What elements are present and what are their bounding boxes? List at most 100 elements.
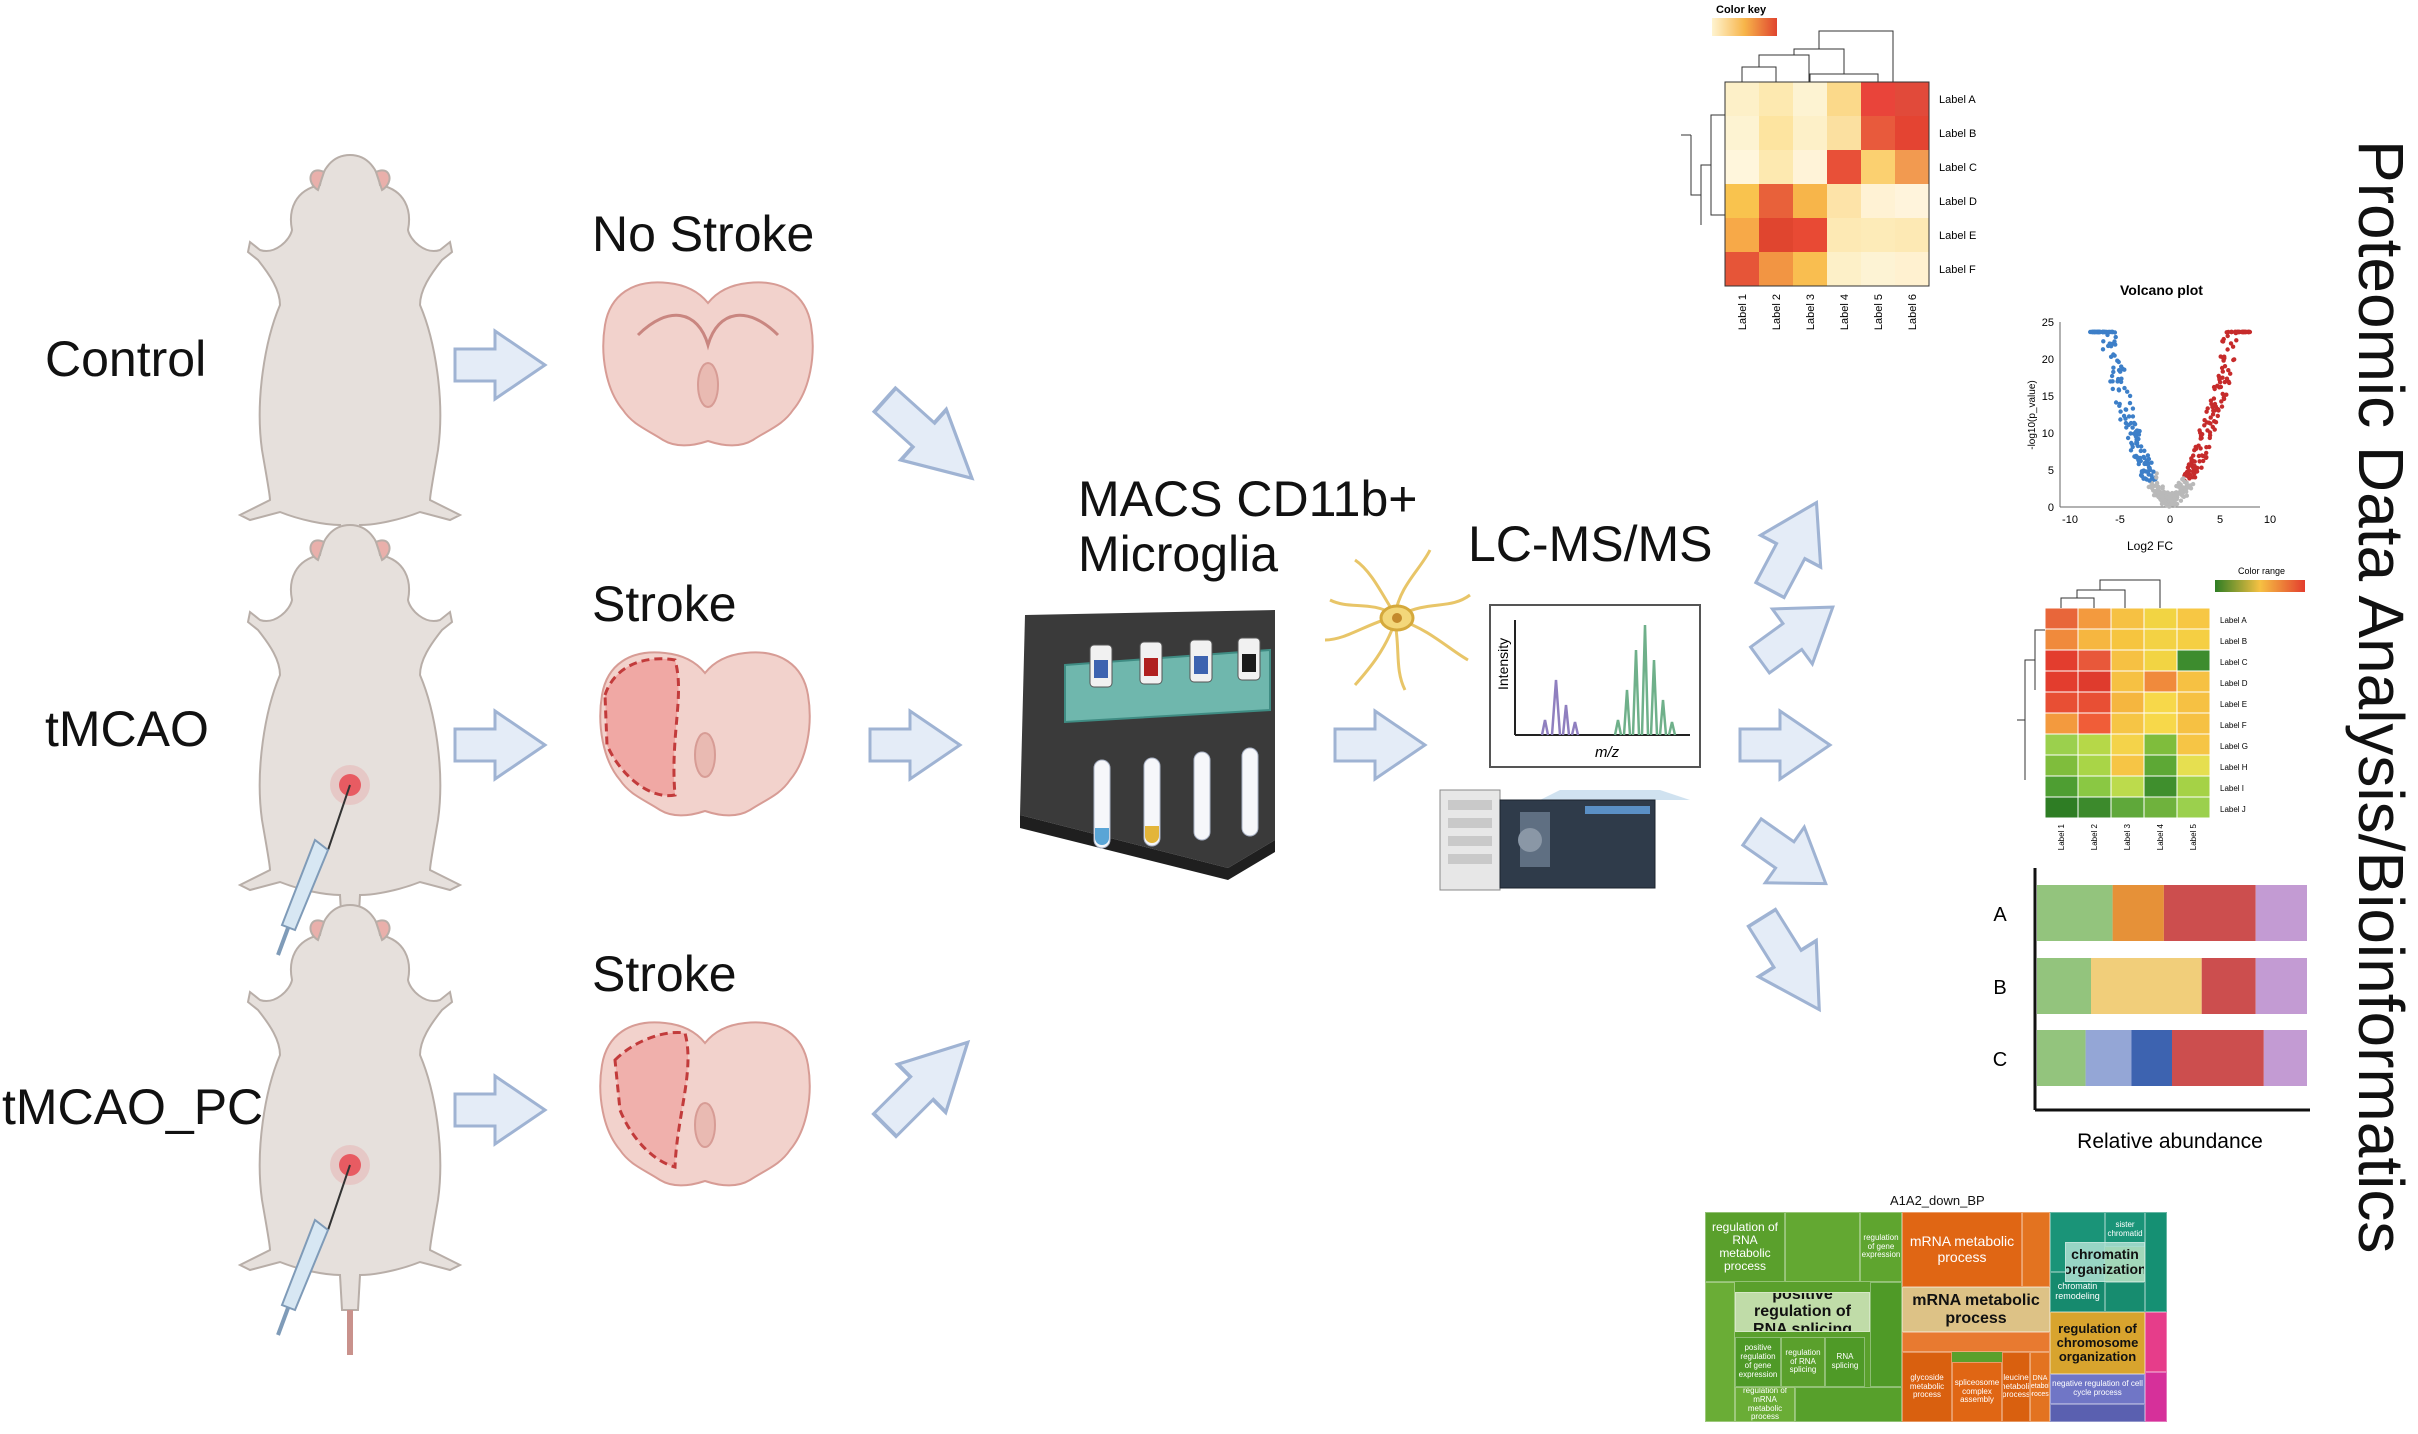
volcano-point [2129, 440, 2134, 446]
heatmap2-row-label: Label E [2220, 700, 2247, 709]
treemap-cell: DNA metabolic process [2030, 1352, 2050, 1422]
volcano-y-tick: 25 [2042, 317, 2054, 329]
volcano-point [2139, 444, 2144, 449]
stacked-x-label: Relative abundance [2077, 1130, 2263, 1153]
volcano-point [2224, 376, 2230, 381]
volcano-point [2139, 470, 2145, 475]
heatmap-row-label: Label E [1939, 230, 1976, 242]
volcano-point [2121, 413, 2127, 419]
heatmap-cell [1895, 184, 1929, 218]
group-label-tmcao: tMCAO [45, 701, 209, 757]
treemap-cell [2105, 1282, 2145, 1312]
heatmap2-cell [2176, 754, 2211, 777]
heatmap2-cell [2110, 691, 2145, 714]
color-range-bar [2215, 580, 2305, 592]
treemap-cell: glycoside metabolic process [1902, 1352, 1952, 1422]
volcano-point [2100, 347, 2106, 352]
volcano-point [2146, 484, 2151, 490]
treemap-cell: negative regulation of cell cycle proces… [2050, 1374, 2145, 1404]
volcano-point [2188, 483, 2193, 488]
heatmap2-cell [2044, 796, 2079, 819]
volcano-point [2141, 476, 2146, 481]
stacked-segment [2255, 958, 2307, 1014]
heatmap-cell [1793, 82, 1827, 116]
volcano-point [2219, 399, 2224, 404]
heatmap2-cell [2044, 733, 2079, 756]
volcano-point [2149, 460, 2154, 465]
arrow-to-volcano-icon [1738, 578, 1855, 690]
volcano-point [2234, 338, 2239, 343]
heatmap2-cell [2143, 775, 2178, 798]
group-label-control: Control [45, 331, 207, 387]
volcano-point [2160, 486, 2165, 491]
volcano-point [2151, 469, 2156, 474]
volcano-point [2230, 344, 2236, 349]
volcano-point [2164, 490, 2169, 496]
volcano-x-tick: -10 [2062, 514, 2078, 526]
heatmap2-cell [2110, 733, 2145, 756]
lcms-title: LC-MS/MS [1468, 516, 1713, 572]
heatmap2-row-label: Label H [2220, 763, 2248, 772]
heatmap-cell [1793, 184, 1827, 218]
volcano-point [2190, 475, 2196, 480]
volcano-point [2126, 414, 2132, 419]
arrow-control-icon [453, 329, 547, 401]
heatmap2-row-label: Label C [2220, 658, 2248, 667]
volcano-point [2135, 428, 2141, 434]
heatmap2-cell [2044, 712, 2079, 735]
heatmap2-cell [2176, 796, 2211, 819]
heatmap2-cell [2077, 628, 2112, 651]
heatmap-col-label: Label 1 [1737, 294, 1749, 330]
volcano-y-label: -log10(p_value) [2027, 380, 2038, 450]
heatmap2-cell [2044, 649, 2079, 672]
volcano-point [2199, 465, 2204, 470]
volcano-point [2202, 418, 2207, 423]
microglia-cell-icon [1324, 549, 1471, 691]
treemap-cell [2145, 1372, 2167, 1422]
volcano-point [2212, 427, 2217, 432]
volcano-point [2118, 379, 2124, 385]
heatmap-row-label: Label D [1939, 196, 1977, 208]
treemap-cell: mRNA metabolic process [1902, 1212, 2022, 1287]
arrow-macs-to-lcms-icon [1333, 709, 1427, 781]
stacked-segment [2172, 1030, 2264, 1086]
heatmap2-cell [2077, 670, 2112, 693]
treemap-cell: leucine metabolic process [2002, 1352, 2030, 1422]
heatmap-cell [1759, 252, 1793, 286]
volcano-point [2176, 480, 2181, 486]
heatmap-cell [1895, 116, 1929, 150]
volcano-point [2147, 478, 2152, 483]
volcano-point [2113, 400, 2119, 405]
volcano-point [2207, 433, 2213, 438]
volcano-point [2224, 392, 2229, 397]
volcano-point [2225, 333, 2230, 339]
volcano-point [2109, 373, 2115, 379]
volcano-point [2213, 420, 2219, 425]
heatmap2-cell [2077, 754, 2112, 777]
group-label-tmcao-pc: tMCAO_PC [2, 1079, 264, 1135]
volcano-point [2110, 386, 2115, 392]
heatmap2-cell [2044, 754, 2079, 777]
volcano-point [2130, 414, 2136, 419]
treemap-title: A1A2_down_BP [1890, 1193, 1985, 1208]
volcano-point [2134, 454, 2140, 459]
volcano-point [2151, 493, 2157, 498]
volcano-point [2123, 407, 2129, 412]
treemap-cell: spliceosome complex assembly [1952, 1362, 2002, 1422]
color-range-title: Color range [2238, 566, 2285, 576]
heatmap-cell [1793, 218, 1827, 252]
mouse-tmcao-pc-icon [239, 904, 461, 1355]
heatmap-cell [1725, 116, 1759, 150]
treemap-cell: RNA splicing [1825, 1337, 1865, 1387]
volcano-point [2222, 379, 2227, 385]
volcano-x-tick: 5 [2217, 514, 2223, 526]
treemap-cell [1785, 1212, 1860, 1282]
treemap-cell [1795, 1387, 1902, 1422]
arrow-tmcao-pc-icon [453, 1074, 547, 1146]
stacked-segment [2112, 885, 2164, 941]
volcano-point [2136, 457, 2141, 463]
treemap-cell [2022, 1212, 2050, 1287]
heatmap2-cell [2110, 796, 2145, 819]
treemap-cell [2145, 1212, 2167, 1312]
